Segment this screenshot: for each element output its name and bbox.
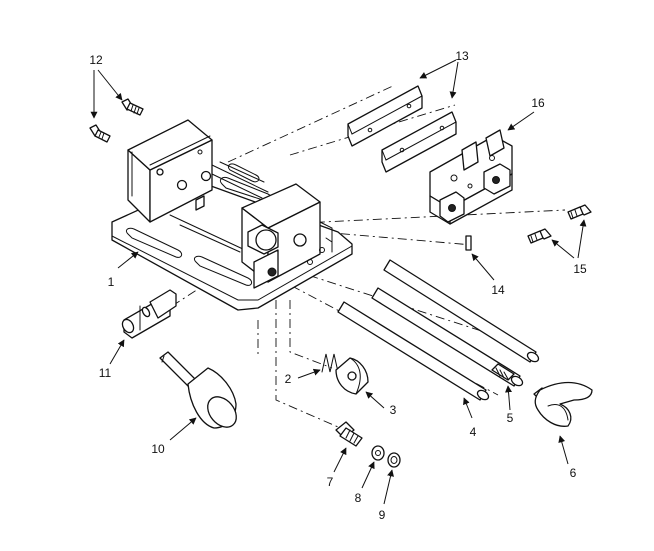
callout-10: 10 xyxy=(151,442,165,456)
callout-13: 13 xyxy=(455,49,469,63)
base-plate xyxy=(111,181,353,311)
guide-rods xyxy=(337,259,540,401)
callout-15: 15 xyxy=(573,262,587,276)
t-handle-6 xyxy=(533,381,593,427)
screw-bushing-11 xyxy=(121,289,177,339)
fixed-jaw-hole-1 xyxy=(156,168,164,176)
movable-jaw-top xyxy=(241,183,321,229)
handle-knob-10 xyxy=(159,351,237,429)
rod-4 xyxy=(337,301,487,401)
base-slot-left xyxy=(125,227,183,258)
rod-5-front xyxy=(371,287,521,387)
callout-8: 8 xyxy=(355,491,362,505)
callout-3: 3 xyxy=(390,403,397,417)
nut-8 xyxy=(371,445,385,461)
fixed-jaw-hole-2 xyxy=(176,179,188,191)
callout-labels: 1 2 3 4 5 6 7 8 9 10 11 12 13 14 15 16 xyxy=(89,49,587,522)
leader-lines xyxy=(90,59,587,505)
screw-7 xyxy=(335,421,363,447)
fixed-jaw-hole-3 xyxy=(200,170,212,182)
callout-12: 12 xyxy=(89,53,103,67)
rod-5-threaded xyxy=(491,363,515,381)
callout-5: 5 xyxy=(507,411,514,425)
callout-9: 9 xyxy=(379,508,386,522)
fixed-jaw-top xyxy=(127,119,213,171)
vise-base-assembly xyxy=(111,119,353,311)
callout-11: 11 xyxy=(99,366,112,380)
callout-16: 16 xyxy=(531,96,545,110)
guide-rail xyxy=(211,161,269,199)
roll-pin-14 xyxy=(465,235,472,251)
callout-6: 6 xyxy=(570,466,577,480)
jaw-plates xyxy=(347,85,457,173)
cap-screws-12 xyxy=(89,98,144,143)
callout-14: 14 xyxy=(491,283,505,297)
washer-9 xyxy=(387,452,401,468)
jaw-insert-block xyxy=(429,129,513,225)
base-slot-right xyxy=(193,255,253,286)
rod-rear xyxy=(383,259,537,363)
callout-2: 2 xyxy=(285,372,292,386)
movable-jaw-bore xyxy=(255,229,277,251)
cap-screws-15 xyxy=(527,204,592,244)
spring-2 xyxy=(321,353,339,373)
callout-1: 1 xyxy=(108,275,115,289)
clamp-nut-3 xyxy=(335,357,369,395)
callout-7: 7 xyxy=(327,475,334,489)
callout-4: 4 xyxy=(470,425,477,439)
